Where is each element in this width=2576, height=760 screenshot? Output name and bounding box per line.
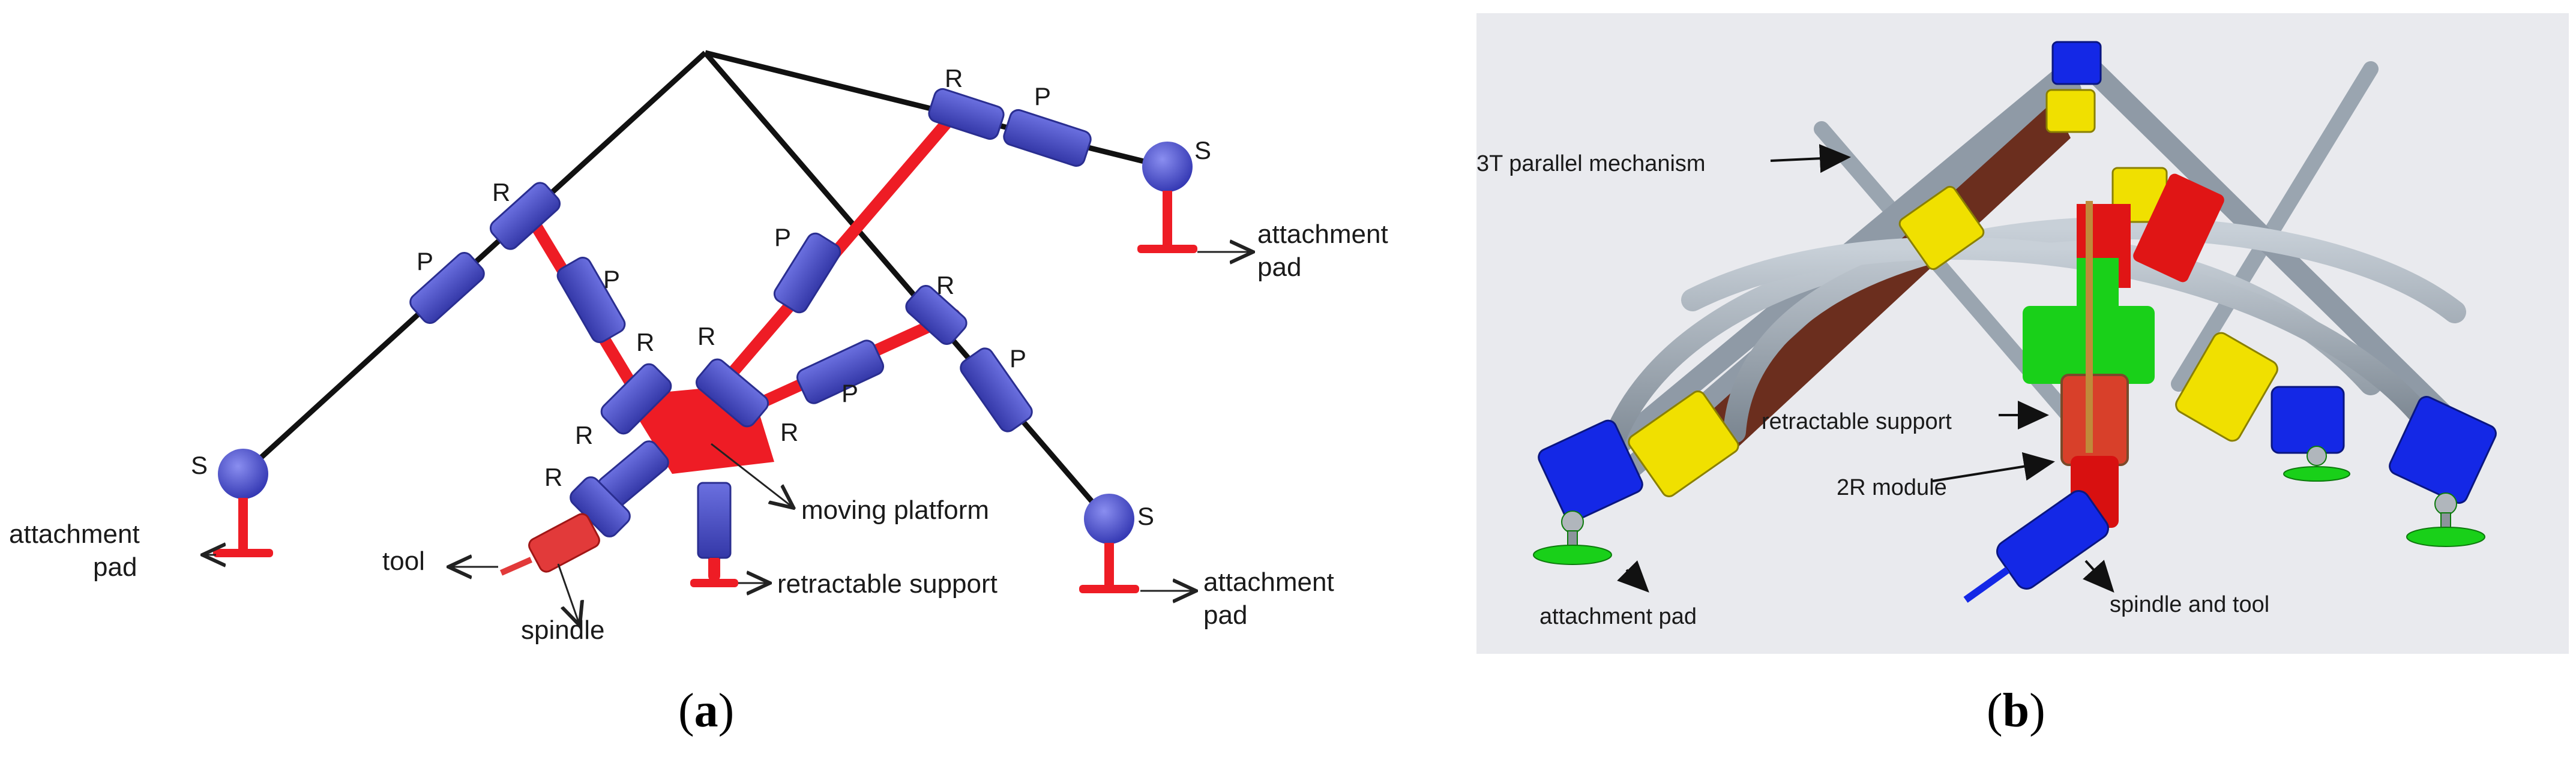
spindle-label: spindle	[521, 615, 604, 645]
joint-label-p4: P	[1034, 82, 1051, 110]
blue-corner-blocks	[1538, 41, 2497, 522]
caption-a-close: )	[718, 684, 735, 737]
render-attachment-pad-label: attachment pad	[1539, 604, 1697, 629]
spindle-and-tool-label: spindle and tool	[2110, 592, 2269, 617]
caption-b-close: )	[2029, 684, 2045, 737]
module-2r-label: 2R module	[1837, 475, 1947, 500]
joint-label-r1: R	[492, 178, 510, 206]
joint-label-s3: S	[1137, 502, 1154, 530]
green-attachment-pads	[1533, 446, 2485, 565]
attachment-pad-label-bottom-line1: attachment	[1203, 567, 1334, 597]
joint-label-p2: P	[603, 265, 620, 293]
tool-label: tool	[382, 546, 425, 576]
joint-label-r7: R	[575, 421, 593, 449]
callout-arrows	[204, 252, 1251, 624]
joint-label-p5: P	[1010, 344, 1026, 373]
joint-label-r3: R	[936, 271, 954, 299]
joint-label-r6: R	[780, 418, 798, 446]
caption-a-letter: a	[694, 684, 718, 737]
joint-cylinders	[409, 88, 1092, 559]
caption-a-open: (	[678, 684, 694, 737]
attachment-pad-label-left-line2: pad	[93, 552, 137, 582]
panel-a-schematic: P R P P R P S R P P R R R R R S S attach…	[9, 50, 1388, 645]
yellow-clamps	[1628, 89, 2278, 497]
attachment-pad-label-right-line2: pad	[1257, 253, 1301, 282]
render-retractable-support-label: retractable support	[1762, 409, 1952, 434]
joint-label-s2: S	[191, 451, 208, 479]
spindle-and-tool-shape	[1963, 490, 2109, 603]
joint-label-s1: S	[1194, 136, 1211, 164]
joint-label-r4: R	[636, 328, 654, 356]
moving-platform-label: moving platform	[801, 495, 989, 525]
spherical-joints	[218, 142, 1193, 544]
caption-b: (b)	[1987, 684, 2045, 738]
render-callout-arrows	[1617, 144, 2114, 593]
joint-letters: P R P P R P S R P P R R R R R S S	[191, 64, 1211, 530]
joint-label-p6: P	[841, 379, 858, 407]
joint-label-p1: P	[417, 247, 433, 275]
joint-label-p3: P	[774, 223, 791, 251]
joint-label-r2: R	[945, 64, 963, 92]
caption-b-letter: b	[2002, 684, 2030, 737]
caption-b-open: (	[1987, 684, 2003, 737]
spindle-shape	[499, 513, 600, 576]
mechanism-label: 3T parallel mechanism	[1476, 151, 1706, 176]
attachment-pad-label-right-line1: attachment	[1257, 220, 1388, 249]
attachment-pads	[213, 191, 1197, 593]
panel-b-render: 3T parallel mechanism retractable suppor…	[1476, 13, 2569, 654]
retractable-support-label: retractable support	[777, 569, 998, 599]
attachment-pad-label-bottom-line2: pad	[1203, 600, 1247, 630]
joint-label-r8: R	[544, 463, 562, 491]
joint-label-r5: R	[697, 322, 715, 350]
caption-a: (a)	[678, 684, 734, 738]
attachment-pad-label-left-line1: attachment	[9, 519, 140, 549]
